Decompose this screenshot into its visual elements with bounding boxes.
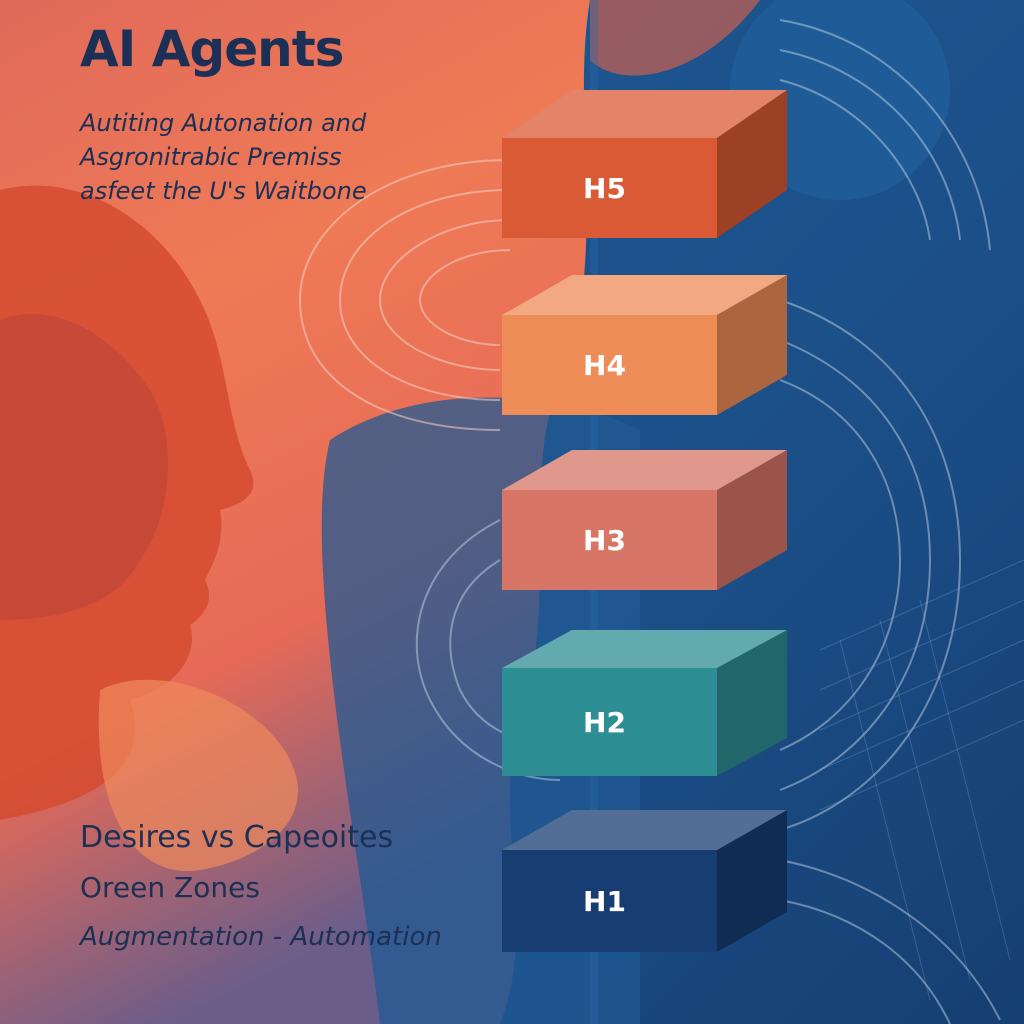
block-label: H1 (583, 885, 626, 918)
block-top-face (502, 630, 787, 668)
block-h1: H1 (502, 810, 787, 952)
block-top-face (502, 90, 787, 138)
block-label: H4 (583, 349, 626, 382)
topic-list: Desires vs Capeoites Oreen Zones Augment… (80, 820, 442, 952)
block-side-face (717, 810, 787, 952)
block-label: H2 (583, 706, 626, 739)
block-side-face (717, 450, 787, 590)
block-label: H5 (583, 172, 626, 205)
block-label: H3 (583, 524, 626, 557)
block-side-face (717, 275, 787, 415)
block-h5: H5 (502, 90, 787, 238)
block-side-face (717, 630, 787, 776)
block-h4: H4 (502, 275, 787, 415)
topic-item: Oreen Zones (80, 871, 260, 904)
subtitle-line: asfeet the U's Waitbone (80, 177, 367, 205)
topic-item: Desires vs Capeoites (80, 820, 394, 855)
block-top-face (502, 275, 787, 315)
block-front-face (502, 315, 717, 415)
poster-title: AI Agents (80, 20, 344, 78)
block-front-face (502, 490, 717, 590)
block-side-face (717, 90, 787, 238)
block-h3: H3 (502, 450, 787, 590)
block-front-face (502, 668, 717, 776)
subtitle-line: Autiting Autonation and (80, 109, 367, 137)
block-top-face (502, 810, 787, 850)
block-top-face (502, 450, 787, 490)
block-h2: H2 (502, 630, 787, 776)
poster-subtitle: Autiting Autonation and Asgronitrabic Pr… (80, 106, 367, 208)
topic-item: Augmentation - Automation (80, 922, 442, 952)
subtitle-line: Asgronitrabic Premiss (80, 143, 342, 171)
block-front-face (502, 138, 717, 238)
block-front-face (502, 850, 717, 952)
